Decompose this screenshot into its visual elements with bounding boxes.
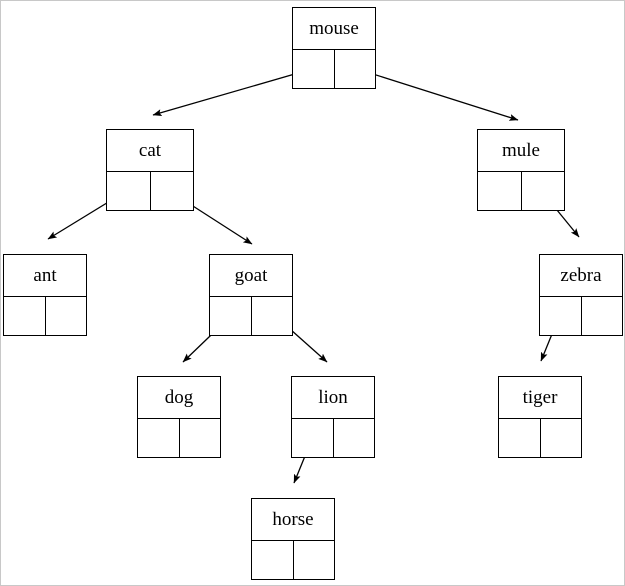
tree-node-goat[interactable]: goat bbox=[209, 254, 293, 336]
node-label-lion: lion bbox=[292, 377, 374, 419]
node-pointer-row-goat bbox=[210, 297, 292, 335]
tree-node-dog[interactable]: dog bbox=[137, 376, 221, 458]
node-pointer-row-mouse bbox=[293, 50, 375, 88]
node-label-ant: ant bbox=[4, 255, 86, 297]
node-pointer-row-cat bbox=[107, 172, 193, 210]
node-right-pointer-dog[interactable] bbox=[180, 419, 221, 457]
node-right-pointer-mouse[interactable] bbox=[335, 50, 376, 88]
edge-mouse-left-to-cat bbox=[152, 68, 313, 116]
tree-node-mouse[interactable]: mouse bbox=[292, 7, 376, 89]
tree-node-tiger[interactable]: tiger bbox=[498, 376, 582, 458]
node-left-pointer-dog[interactable] bbox=[138, 419, 180, 457]
node-left-pointer-goat[interactable] bbox=[210, 297, 252, 335]
node-label-goat: goat bbox=[210, 255, 292, 297]
node-right-pointer-zebra[interactable] bbox=[582, 297, 623, 335]
node-label-horse: horse bbox=[252, 499, 334, 541]
tree-node-lion[interactable]: lion bbox=[291, 376, 375, 458]
node-label-tiger: tiger bbox=[499, 377, 581, 419]
node-left-pointer-mule[interactable] bbox=[478, 172, 522, 210]
node-pointer-row-mule bbox=[478, 172, 564, 210]
tree-node-zebra[interactable]: zebra bbox=[539, 254, 623, 336]
node-left-pointer-zebra[interactable] bbox=[540, 297, 582, 335]
node-pointer-row-ant bbox=[4, 297, 86, 335]
node-left-pointer-ant[interactable] bbox=[4, 297, 46, 335]
node-pointer-row-horse bbox=[252, 541, 334, 579]
node-right-pointer-tiger[interactable] bbox=[541, 419, 582, 457]
node-pointer-row-dog bbox=[138, 419, 220, 457]
node-pointer-row-tiger bbox=[499, 419, 581, 457]
node-label-dog: dog bbox=[138, 377, 220, 419]
node-left-pointer-horse[interactable] bbox=[252, 541, 294, 579]
node-right-pointer-horse[interactable] bbox=[294, 541, 335, 579]
tree-node-mule[interactable]: mule bbox=[477, 129, 565, 211]
node-left-pointer-cat[interactable] bbox=[107, 172, 151, 210]
node-right-pointer-mule[interactable] bbox=[522, 172, 565, 210]
node-left-pointer-tiger[interactable] bbox=[499, 419, 541, 457]
edge-mouse-right-to-mule bbox=[353, 67, 519, 121]
node-left-pointer-lion[interactable] bbox=[292, 419, 334, 457]
node-right-pointer-goat[interactable] bbox=[252, 297, 293, 335]
node-label-mouse: mouse bbox=[293, 8, 375, 50]
node-pointer-row-zebra bbox=[540, 297, 622, 335]
tree-node-cat[interactable]: cat bbox=[106, 129, 194, 211]
node-right-pointer-ant[interactable] bbox=[46, 297, 87, 335]
node-label-mule: mule bbox=[478, 130, 564, 172]
node-label-zebra: zebra bbox=[540, 255, 622, 297]
node-pointer-row-lion bbox=[292, 419, 374, 457]
tree-node-horse[interactable]: horse bbox=[251, 498, 335, 580]
node-right-pointer-cat[interactable] bbox=[151, 172, 194, 210]
node-right-pointer-lion[interactable] bbox=[334, 419, 375, 457]
node-left-pointer-mouse[interactable] bbox=[293, 50, 335, 88]
tree-node-ant[interactable]: ant bbox=[3, 254, 87, 336]
node-label-cat: cat bbox=[107, 130, 193, 172]
